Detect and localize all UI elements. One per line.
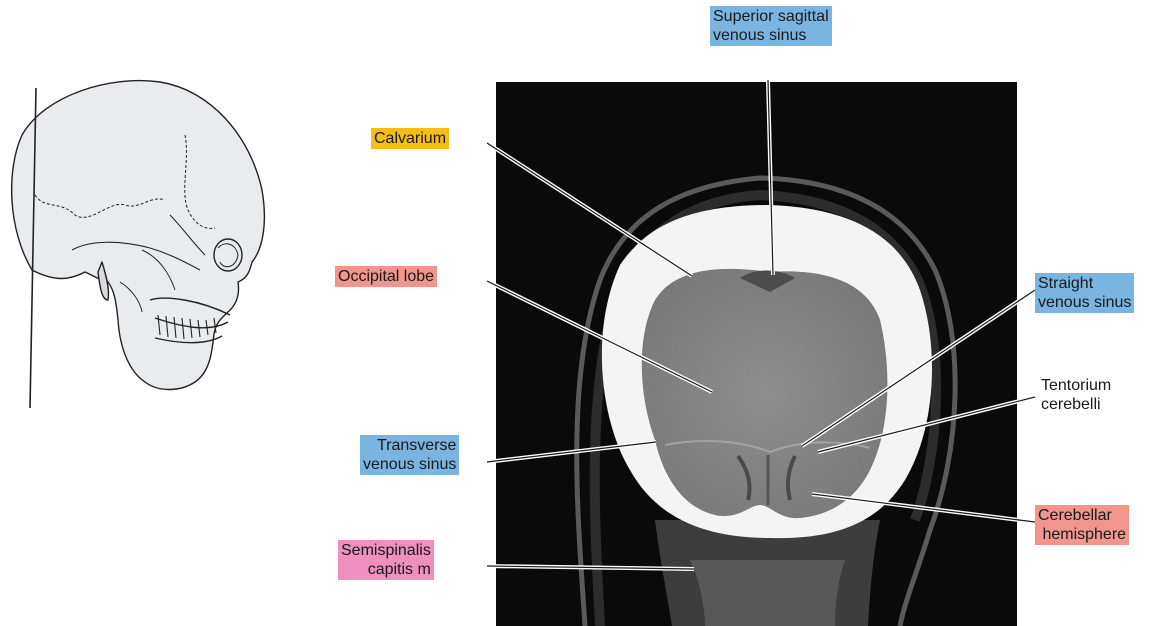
- label-superior-sagittal-venous-sinus: Superior sagittal venous sinus: [710, 6, 832, 46]
- label-semispinalis-capitis: Semispinalis capitis m: [338, 540, 434, 580]
- label-transverse-venous-sinus: Transverse venous sinus: [360, 435, 459, 475]
- label-tentorium-cerebelli: Tentorium cerebelli: [1038, 375, 1114, 415]
- label-calvarium: Calvarium: [371, 128, 449, 149]
- label-occipital-lobe: Occipital lobe: [335, 266, 437, 287]
- label-straight-venous-sinus: Straight venous sinus: [1035, 273, 1134, 313]
- label-cerebellar-hemisphere: Cerebellar hemisphere: [1035, 505, 1129, 545]
